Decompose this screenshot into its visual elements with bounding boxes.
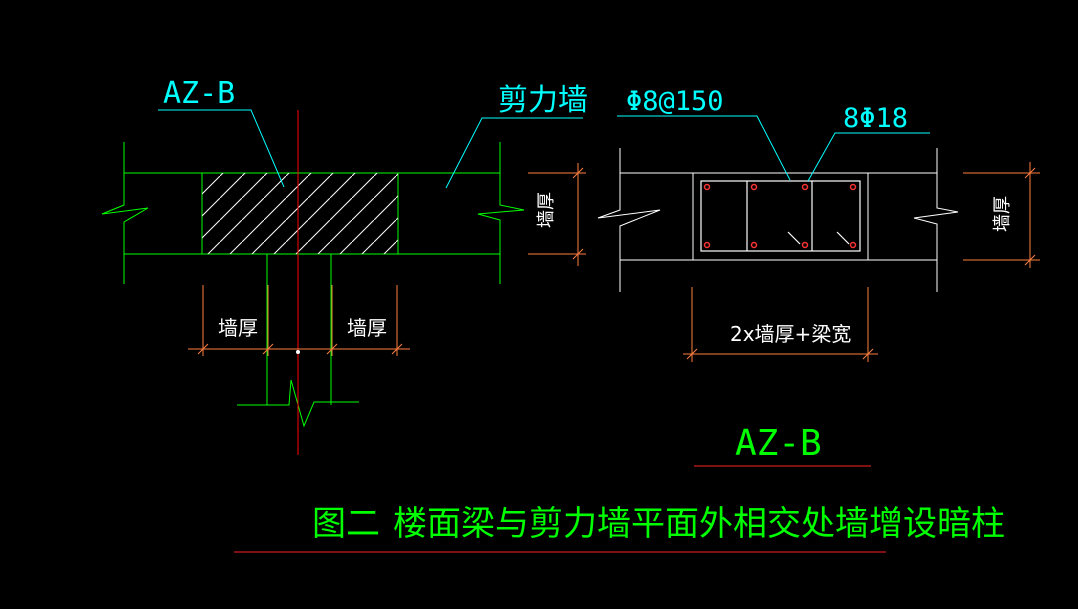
section-width-dim: 2x墙厚+梁宽 [730, 322, 851, 346]
axis-dot [296, 350, 300, 354]
figure-title: 楼面梁与剪力墙平面外相交处墙增设暗柱 [393, 504, 1005, 544]
stirrup-spec-label: Φ8@150 [626, 86, 724, 117]
right-leaders [617, 115, 930, 182]
left-dimensions [188, 163, 586, 356]
right-dimensions [683, 162, 1040, 362]
shear-wall-label: 剪力墙 [498, 83, 588, 118]
wall-thickness-dim-right: 墙厚 [347, 316, 387, 340]
figure-number: 图二 [312, 504, 380, 544]
figure-caption: 图二 楼面梁与剪力墙平面外相交处墙增设暗柱 [234, 504, 1005, 553]
left-detail: AZ-B 剪力墙 墙厚 墙厚 墙厚 [101, 76, 588, 455]
rebar-dots [703, 183, 857, 249]
rebar-spec-label: 8Φ18 [843, 103, 908, 134]
wall-thickness-dim-left: 墙厚 [218, 316, 258, 340]
hidden-column-hatch [202, 173, 398, 254]
stirrup-cage [700, 180, 861, 252]
az-b-label: AZ-B [163, 76, 235, 111]
wall-thickness-dim-vertical-left: 墙厚 [536, 192, 557, 228]
right-detail: Φ8@150 8Φ18 墙厚 2x墙厚+梁宽 AZ-B [597, 86, 1040, 467]
section-title: AZ-B [735, 423, 822, 464]
left-leaders [158, 109, 583, 189]
section-outline [597, 148, 959, 292]
wall-thickness-dim-vertical-right: 墙厚 [992, 196, 1013, 232]
